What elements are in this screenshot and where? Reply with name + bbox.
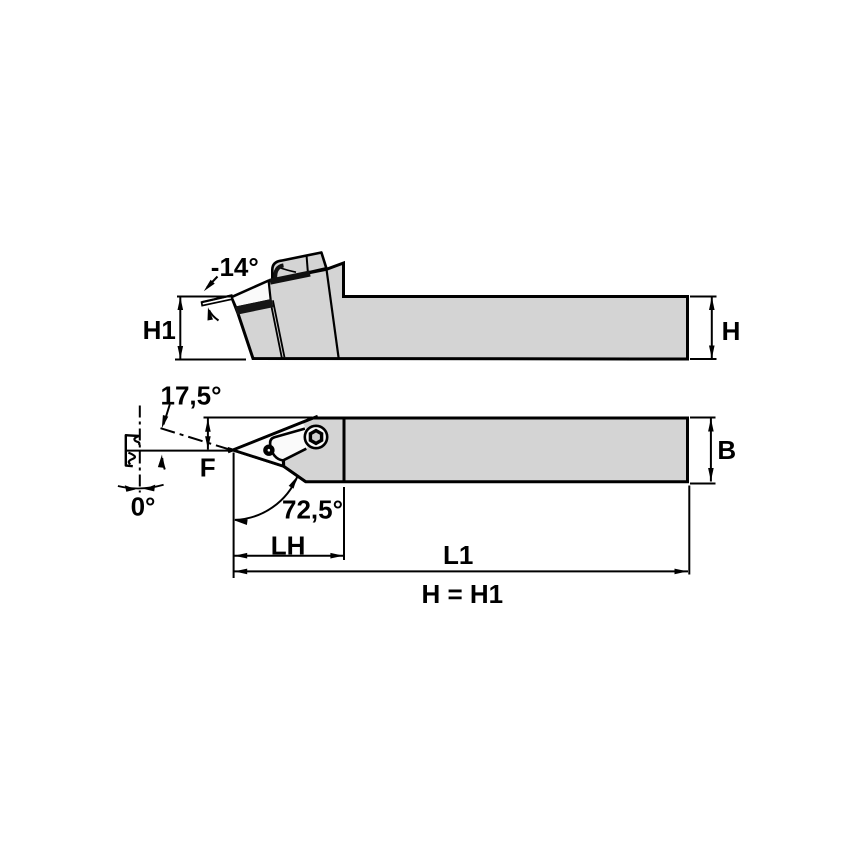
svg-text:F: F [200, 453, 216, 483]
svg-text:17,5°: 17,5° [160, 381, 221, 411]
svg-text:LH: LH [271, 531, 306, 561]
svg-text:H1: H1 [143, 315, 176, 345]
svg-text:72,5°: 72,5° [282, 495, 343, 525]
svg-text:L1: L1 [443, 540, 473, 570]
svg-text:0°: 0° [131, 492, 156, 522]
svg-text:-14°: -14° [211, 252, 259, 282]
svg-text:H = H1: H = H1 [421, 579, 503, 609]
svg-text:H: H [722, 316, 741, 346]
svg-text:B: B [717, 435, 736, 465]
